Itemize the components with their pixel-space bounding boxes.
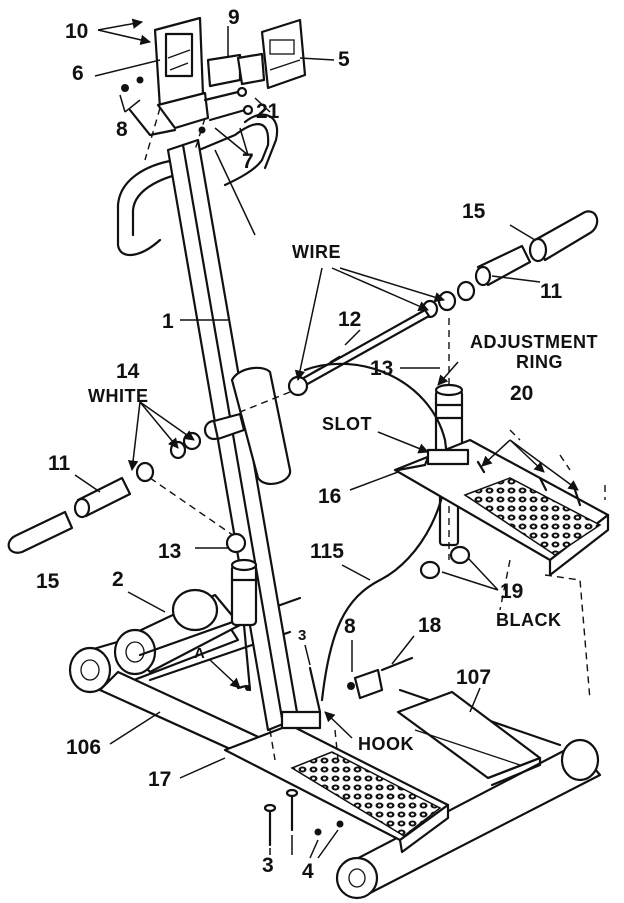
label-115: 115 (310, 540, 344, 563)
hardware (236, 656, 414, 847)
console-screws (121, 76, 254, 134)
label-slot: SLOT (322, 414, 372, 434)
label-107: 107 (456, 666, 491, 689)
back-cross-roller (113, 588, 242, 676)
label-2: 2 (112, 568, 124, 591)
label-21: 21 (256, 100, 280, 123)
label-11-right: 11 (540, 280, 563, 303)
label-white: WHITE (88, 386, 149, 406)
label-12: 12 (338, 308, 361, 331)
left-pedal (223, 710, 450, 854)
console-assembly (121, 16, 307, 161)
label-14: 14 (116, 360, 140, 383)
label-15-right: 15 (462, 200, 486, 223)
label-5: 5 (338, 48, 350, 71)
console-plate-9 (206, 53, 242, 88)
console-bracket (153, 16, 210, 130)
right-grip-15 (533, 210, 599, 262)
right-pedal (393, 429, 610, 701)
label-8-top: 8 (116, 118, 128, 141)
label-7: 7 (242, 150, 254, 173)
label-17: 17 (148, 768, 171, 791)
label-3-small: 3 (298, 627, 306, 644)
label-3-bottom: 3 (262, 854, 274, 877)
labels: 10 9 6 5 8 21 7 WIRE 15 11 1 12 ADJUSTME… (36, 6, 598, 883)
label-1: 1 (162, 310, 174, 333)
label-8-mid: 8 (344, 615, 356, 638)
wire-115 (303, 362, 448, 702)
label-13-lower: 13 (158, 540, 181, 563)
label-4-bottom: 4 (302, 860, 314, 883)
label-13-upper: 13 (370, 357, 393, 380)
label-adjustment: ADJUSTMENT (470, 332, 598, 352)
label-A: A (194, 645, 205, 662)
left-handle-parts (7, 412, 246, 554)
label-black: BLACK (496, 610, 562, 630)
front-floor-roller (335, 738, 602, 900)
left-grip-15 (7, 510, 74, 554)
label-ring: RING (516, 352, 563, 372)
label-11-left: 11 (48, 452, 71, 475)
label-10: 10 (65, 20, 88, 43)
right-handle-parts (239, 210, 599, 413)
label-19: 19 (500, 580, 523, 603)
center-plate-107 (396, 690, 542, 787)
label-106: 106 (66, 736, 101, 759)
label-16: 16 (318, 485, 341, 508)
label-18: 18 (418, 614, 442, 637)
leader-lines (74, 18, 579, 859)
label-6: 6 (72, 62, 84, 85)
right-cylinder (434, 318, 464, 560)
label-15-left: 15 (36, 570, 60, 593)
mast-pad (230, 366, 292, 486)
label-20: 20 (510, 382, 533, 405)
left-cylinder (225, 532, 258, 692)
rod-12 (298, 308, 431, 388)
label-hook: HOOK (358, 734, 414, 754)
console-monitor (236, 18, 307, 90)
label-9: 9 (228, 6, 240, 29)
label-wire: WIRE (292, 242, 341, 262)
